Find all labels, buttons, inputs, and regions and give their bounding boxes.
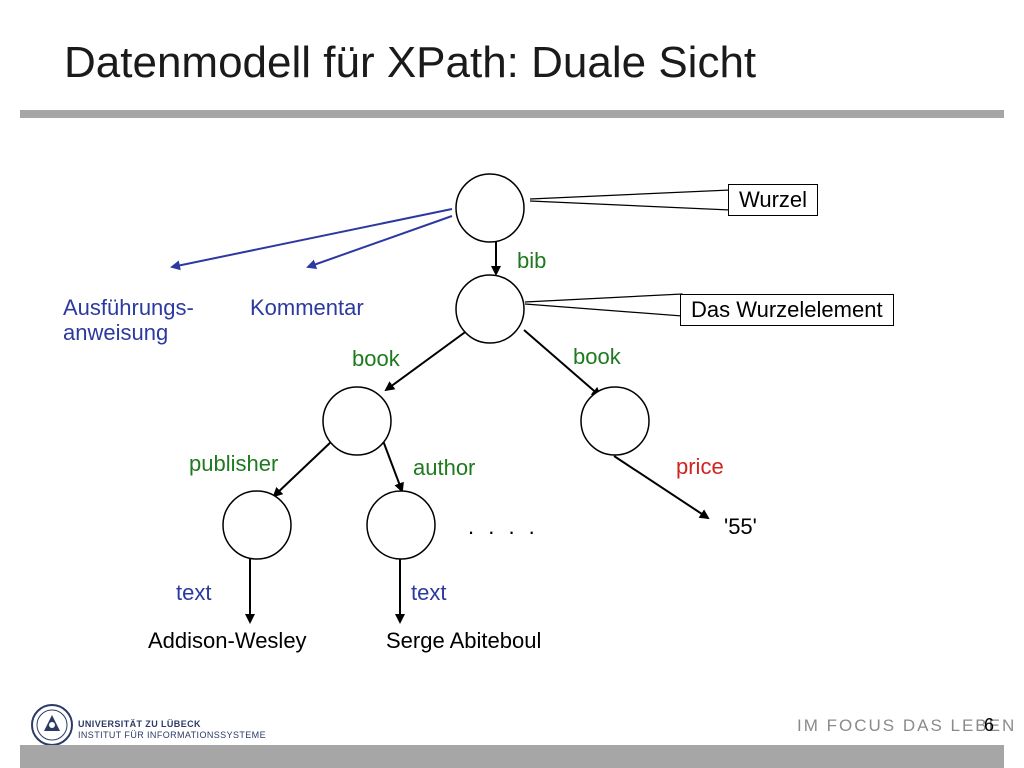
slogan: IM FOCUS DAS LEBEN: [797, 716, 1017, 735]
institute-name: INSTITUT FÜR INFORMATIONSSYSTEME: [78, 729, 266, 740]
callout-line-root-element: [524, 293, 683, 317]
node-book-left: [322, 386, 392, 456]
slide-title: Datenmodell für XPath: Duale Sicht: [64, 38, 757, 87]
leaf-value-author: Serge Abiteboul: [386, 628, 542, 653]
leaf-value-publisher: Addison-Wesley: [148, 628, 307, 653]
node-author: [366, 490, 436, 560]
edge-price: [613, 455, 710, 520]
edge-book-right: [523, 329, 602, 398]
edge-label-book-left: book: [352, 346, 400, 371]
edge-publisher: [272, 440, 333, 498]
edge-label-text-right: text: [411, 580, 447, 605]
node-publisher: [222, 490, 292, 560]
university-seal-icon: [31, 704, 73, 746]
node-book-right: [580, 386, 650, 456]
callout-root-element-box: Das Wurzelelement: [680, 294, 894, 326]
node-root: [455, 173, 525, 243]
callout-root-box: Wurzel: [728, 184, 819, 216]
leaf-value-price: '55': [724, 514, 757, 539]
title-divider: [20, 110, 1004, 118]
arrow-to-comment: [306, 215, 453, 270]
edge-book-left: [384, 329, 469, 392]
edge-author: [381, 437, 404, 493]
edge-label-price: price: [676, 454, 724, 479]
university-name: UNIVERSITÄT ZU LÜBECK: [78, 719, 201, 729]
footer-bar: [20, 745, 1004, 768]
ellipsis: . . . .: [468, 514, 539, 539]
arrow-to-processing-instruction: [170, 208, 453, 271]
edge-label-author: author: [413, 455, 476, 480]
node-bib: [455, 274, 525, 344]
university-wordmark: UNIVERSITÄT ZU LÜBECK INSTITUT FÜR INFOR…: [78, 719, 266, 741]
edge-label-text-left: text: [176, 580, 212, 605]
edge-label-bib: bib: [517, 248, 547, 273]
node-type-comment: Kommentar: [250, 295, 364, 320]
page-number: 6: [984, 715, 995, 735]
edge-label-publisher: publisher: [189, 451, 279, 476]
node-type-processing-instruction: Ausführungs- anweisung: [63, 295, 194, 346]
edge-label-book-right: book: [573, 344, 621, 369]
callout-line-root: [529, 189, 731, 211]
